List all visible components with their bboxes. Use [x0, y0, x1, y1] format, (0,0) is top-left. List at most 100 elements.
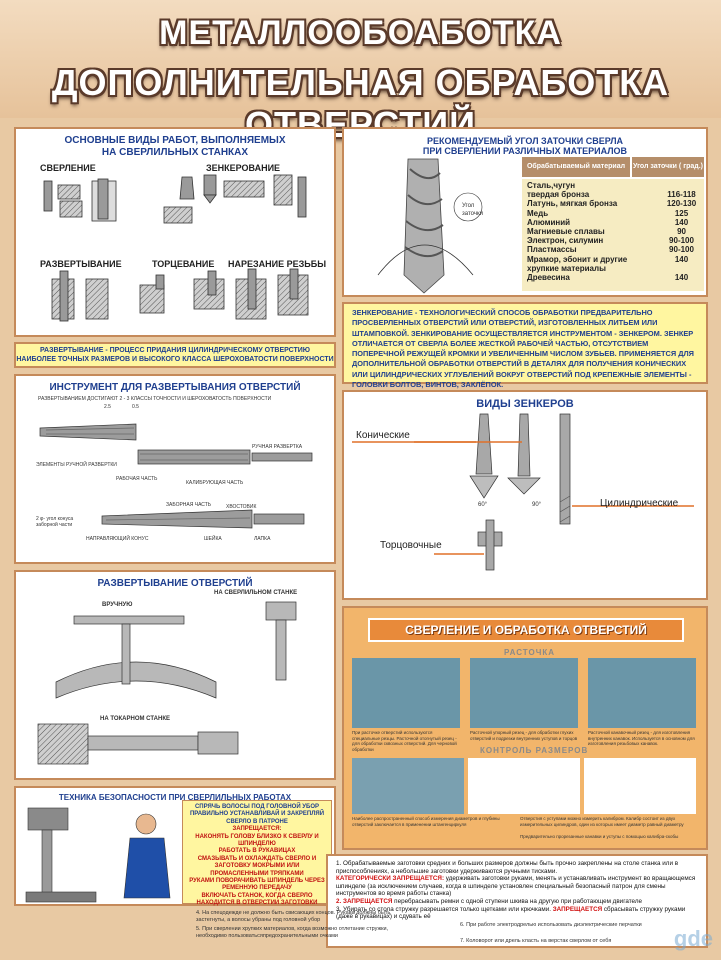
rule-7: 7. Коловорот или дрель класть на верстак…	[460, 938, 612, 944]
rule-5: 5. При сверлении хрупких материалов, ког…	[196, 926, 389, 939]
types-title-line1: ОСНОВНЫЕ ВИДЫ РАБОТ, ВЫПОЛНЯЕМЫХ	[64, 135, 286, 146]
material-cell: Пластмассы	[527, 245, 577, 255]
lbl-on-lathe: НА ТОКАРНОМ СТАНКЕ	[100, 716, 170, 722]
col-material-header: Обрабатываемый материал	[522, 157, 630, 177]
photo-control-3	[584, 758, 696, 814]
lbl-work-part: РАБОЧАЯ ЧАСТЬ	[116, 476, 158, 482]
photo-control-1	[352, 758, 464, 814]
rule-3: 3. Убирать со стола стружку разрешается …	[336, 906, 698, 921]
angle-cell: 125	[674, 208, 689, 218]
rule-1b-red: КАТЕГОРИЧЕСКИ ЗАПРЕЩАЕТСЯ:	[336, 875, 445, 883]
safety-line-2: ПРАВИЛЬНО УСТАНАВЛИВАЙ И ЗАКРЕПЛЯЙ	[189, 811, 325, 818]
rule-6: 6. При работе электродрелью использовать…	[460, 922, 642, 928]
countersinking-description: ЗЕНКЕРОВАНИЕ - ТЕХНОЛОГИЧЕСКИЙ СПОСОБ ОБ…	[342, 302, 708, 389]
angle-cell: 140	[674, 217, 689, 227]
angle-cell	[659, 264, 704, 273]
lbl-conical: Конические	[356, 430, 410, 441]
rule-3a: 3. Убирать со стола стружку разрешается …	[336, 905, 551, 913]
tool-subtitle: РАЗВЕРТЫВАНИЕМ ДОСТИГАЮТ 2 - 3 КЛАССЫ ТО…	[38, 396, 272, 402]
safety-title: ТЕХНИКА БЕЗОПАСНОСТИ ПРИ СВЕРЛИЛЬНЫХ РАБ…	[58, 793, 292, 802]
caption-control-3: Предварительно прорезанные канавки и уст…	[520, 834, 679, 839]
table-row: Алюминий 140	[524, 218, 704, 227]
tick-2-5: 2.5	[104, 404, 111, 410]
caption-boring-1: При расточке отверстий используются спец…	[352, 730, 457, 752]
safety-item: НАКОНЯТЬ ГОЛОВУ БЛИЗКО К СВЕРЛУ И ШПИНДЕ…	[195, 833, 319, 848]
col-angle-header: Угол заточки ( град.)	[632, 157, 704, 177]
drilling-processing-title: СВЕРЛЕНИЕ И ОБРАБОТКА ОТВЕРСТИЙ	[368, 618, 684, 642]
reaming-holes-panel: РАЗВЕРТЫВАНИЕ ОТВЕРСТИЙ НА СВЕРЛИЛЬНОМ С…	[14, 570, 336, 780]
material-cell: твердая бронза	[527, 190, 590, 200]
table-row: Электрон, силумин 90-100	[524, 236, 704, 245]
material-cell: Сталь,чугун	[527, 181, 576, 190]
drilling-processing-panel: СВЕРЛЕНИЕ И ОБРАБОТКА ОТВЕРСТИЙ РАСТОЧКА…	[342, 606, 708, 850]
caption-control-1: Наиболее распространенный способ измерен…	[352, 816, 500, 827]
kinds-title: ВИДЫ ЗЕНКЕРОВ	[476, 398, 574, 410]
drill-angle-panel: РЕКОМЕНДУЕМЫЙ УГОЛ ЗАТОЧКИ СВЕРЛА ПРИ СВ…	[342, 127, 708, 297]
angle-cell: 90-100	[669, 245, 694, 255]
reaming-drawings	[37, 601, 297, 765]
photo-boring-3	[588, 658, 696, 728]
angle-cell: 90	[677, 227, 686, 237]
table-row: Мрамор, эбонит и другие 140	[524, 255, 704, 264]
rule-2-red: 2. ЗАПРЕЩАЕТСЯ	[336, 897, 393, 905]
watermark: gde	[673, 926, 713, 951]
countersink-drawings	[352, 413, 694, 571]
safety-line-1: СПРЯЧЬ ВОЛОСЫ ПОД ГОЛОВНОЙ УБОР	[194, 804, 320, 810]
lbl-calibrating-part: КАЛИБРУЮЩАЯ ЧАСТЬ	[186, 480, 244, 486]
lbl-angle-90: 90°	[532, 502, 542, 508]
material-cell: Медь	[527, 208, 549, 218]
drill-press-illustration	[25, 807, 171, 903]
drill-bit-illustration	[377, 158, 483, 294]
lbl-face: Торцовочные	[380, 540, 442, 551]
photo-boring-2	[470, 658, 578, 728]
rule-4: 4. На спецодежде не должно быть свисающи…	[196, 910, 391, 923]
safety-rules: 1. Обрабатываемые заготовки средних и бо…	[326, 854, 708, 948]
rule-2-text: перебрасывать ремни с одной ступени шкив…	[392, 897, 642, 905]
photo-boring-1	[352, 658, 460, 728]
angle-cell: 140	[674, 273, 689, 283]
label-drilling: СВЕРЛЕНИЕ	[40, 163, 96, 173]
types-of-work-panel: ОСНОВНЫЕ ВИДЫ РАБОТ, ВЫПОЛНЯЕМЫХ НА СВЕР…	[14, 127, 336, 337]
material-cell: Латунь, мягкая бронза	[527, 199, 618, 209]
safety-panel: ТЕХНИКА БЕЗОПАСНОСТИ ПРИ СВЕРЛИЛЬНЫХ РАБ…	[14, 786, 336, 906]
lbl-tang: ЛАПКА	[254, 536, 271, 542]
size-control-heading: КОНТРОЛЬ РАЗМЕРОВ	[480, 746, 589, 755]
reaming-tool-panel: ИНСТРУМЕНТ ДЛЯ РАЗВЕРТЫВАНИЯ ОТВЕРСТИЙ Р…	[14, 374, 336, 564]
label-reaming: РАЗВЕРТЫВАНИЕ	[40, 259, 122, 269]
lbl-on-drill-press: НА СВЕРЛИЛЬНОМ СТАНКЕ	[214, 590, 298, 596]
table-row: Пластмассы 90-100	[524, 245, 704, 254]
rule-1b: КАТЕГОРИЧЕСКИ ЗАПРЕЩАЕТСЯ: удерживать за…	[336, 875, 698, 898]
rastochka-heading: РАСТОЧКА	[504, 648, 555, 657]
material-cell: Алюминий	[527, 217, 571, 227]
angle-title-line1: РЕКОМЕНДУЕМЫЙ УГОЛ ЗАТОЧКИ СВЕРЛА	[426, 136, 624, 146]
table-row: Сталь,чугун	[524, 181, 704, 190]
angle-cell: 140	[674, 254, 689, 264]
rule-1b-text: удерживать заготовки руками, менять и ус…	[336, 875, 696, 898]
safety-list: СПРЯЧЬ ВОЛОСЫ ПОД ГОЛОВНОЙ УБОР ПРАВИЛЬН…	[182, 800, 332, 906]
material-cell: Древесина	[527, 273, 570, 283]
angle-cell: 90-100	[669, 236, 694, 246]
label-countersinking: ЗЕНКЕРОВАНИЕ	[206, 163, 281, 173]
safety-item: РУКАМИ ПОВОРАЧИВАТЬ ШПИНДЕЛЬ ЧЕРЕЗ РЕМЕН…	[189, 878, 325, 892]
rule-3-red: ЗАПРЕЩАЕТСЯ	[550, 905, 603, 913]
material-cell: Электрон, силумин	[527, 236, 604, 246]
rule-3b: сбрасывать стружку руками (даже в рукави…	[336, 905, 686, 921]
material-cell: Мрамор, эбонит и другие	[527, 254, 628, 264]
safety-item: СМАЗЫВАТЬ И ОХЛАЖДАТЬ СВЕРЛО И ЗАГОТОВКУ…	[197, 855, 317, 877]
lbl-shank: ХВОСТОВИК	[226, 504, 257, 510]
caption-boring-2: Расточной упорный резец - для обработки …	[470, 730, 578, 741]
rule-2: 2. ЗАПРЕЩАЕТСЯ перебрасывать ремни с одн…	[336, 898, 698, 906]
lbl-guide-cone: НАПРАВЛЯЮЩИЙ КОНУС	[86, 536, 149, 542]
work-types-illustration	[43, 174, 309, 322]
lbl-cone-angle: 2 φ- угол конуса заборной части	[36, 516, 74, 528]
types-title-line2: НА СВЕРЛИЛЬНЫХ СТАНКАХ	[101, 147, 249, 158]
lbl-intake-part: ЗАБОРНАЯ ЧАСТЬ	[166, 502, 212, 508]
angle-title-line2: ПРИ СВЕРЛЕНИИ РАЗЛИЧНЫХ МАТЕРИАЛОВ	[422, 146, 628, 156]
callout-angle-1: Угол	[462, 203, 475, 209]
tick-0-5: 0.5	[132, 404, 139, 410]
poster-title-main: МЕТАЛЛООБОАБОТКА	[159, 14, 562, 52]
angle-cell: 116-118	[667, 190, 696, 200]
callout-angle-2: заточки	[462, 211, 483, 217]
